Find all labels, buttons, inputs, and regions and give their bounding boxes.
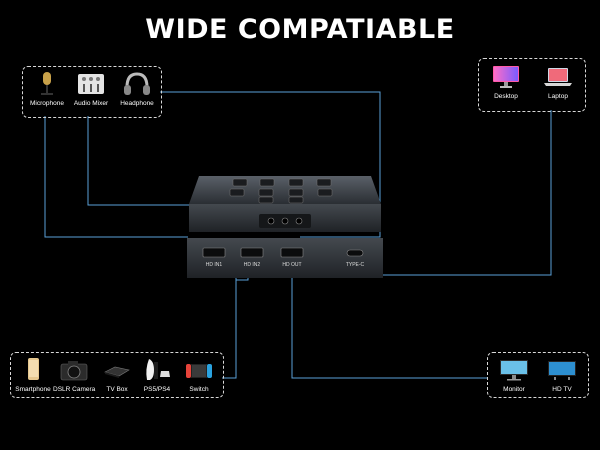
headphone-icon xyxy=(124,72,150,95)
hd-tv-device: HD TV xyxy=(540,357,584,393)
computer-device-group: Desktop Laptop xyxy=(478,58,586,112)
microphone-line xyxy=(44,116,188,238)
smartphone-icon xyxy=(28,358,39,380)
hd-in2-label: HD IN2 xyxy=(243,262,261,268)
desktop-device: Desktop xyxy=(483,64,529,100)
microphone-icon xyxy=(41,72,53,95)
capture-device-body xyxy=(187,176,383,278)
dslr-camera-device: DSLR Camera xyxy=(53,357,95,393)
switch-console-device: Switch xyxy=(179,357,219,393)
audio-mixer-icon xyxy=(78,74,104,94)
type-c-label: TYPE-C xyxy=(345,262,365,268)
game-console-device: PS5/PS4 xyxy=(137,357,177,393)
hd-out-line xyxy=(291,275,487,379)
microphone-device: Microphone xyxy=(27,71,67,107)
display-device-group: Monitor HD TV xyxy=(487,352,589,398)
capture-device: HD IN1 HD IN2 HD OUT TYPE-C xyxy=(185,176,385,280)
monitor-icon xyxy=(500,360,528,381)
monitor-device: Monitor xyxy=(492,357,536,393)
dslr-camera-icon xyxy=(60,361,88,381)
audio-mixer-device: Audio Mixer xyxy=(71,71,111,107)
headphone-device: Headphone xyxy=(117,71,157,107)
smartphone-device: Smartphone xyxy=(13,357,53,393)
desktop-icon xyxy=(493,66,519,88)
hd-out-label: HD OUT xyxy=(282,262,302,268)
headphone-line xyxy=(160,91,381,238)
laptop-line xyxy=(355,110,552,276)
hd-tv-icon xyxy=(548,361,576,380)
source-device-group: Smartphone DSLR Camera TV Box PS5/PS4 xyxy=(10,352,224,398)
audio-device-group: Microphone Audio Mixer Headphone xyxy=(22,66,162,118)
switch-console-icon xyxy=(186,364,212,378)
tv-box-device: TV Box xyxy=(97,357,137,393)
laptop-icon xyxy=(544,68,572,86)
tv-box-icon xyxy=(104,366,130,378)
laptop-device: Laptop xyxy=(535,64,581,100)
page-title: WIDE COMPATIABLE xyxy=(145,14,455,45)
game-console-icon xyxy=(146,359,170,380)
hd-in1-label: HD IN1 xyxy=(205,262,223,268)
